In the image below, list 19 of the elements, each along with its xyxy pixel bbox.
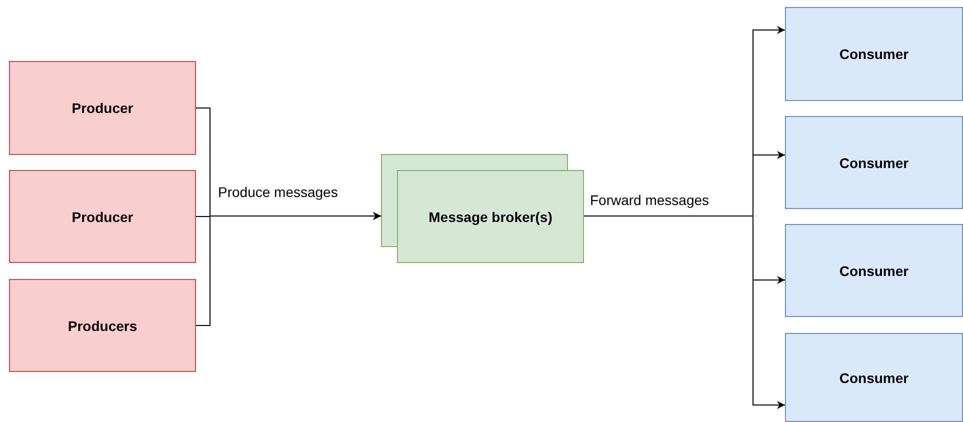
producer-box: [9, 170, 196, 263]
consumer-box: [785, 7, 963, 101]
node-label: Consumer: [839, 262, 909, 278]
node-label: Consumer: [839, 46, 909, 62]
consumer-box: [785, 333, 963, 422]
consumer-box: [785, 116, 963, 209]
message-broker-stack: [381, 154, 584, 263]
edge-label: Produce messages: [218, 184, 338, 200]
node-label: Producers: [68, 318, 138, 334]
node-label: Producer: [72, 208, 134, 224]
node-label: Producer: [72, 100, 134, 116]
node-label: Message broker(s): [428, 208, 552, 224]
arrow: [196, 212, 382, 326]
producer-box: [9, 279, 196, 372]
node-label: Consumer: [839, 154, 909, 170]
node-label: Consumer: [839, 370, 909, 386]
producer-box: [9, 61, 196, 155]
consumer-box: [785, 224, 963, 317]
edge-label: Forward messages: [590, 192, 710, 208]
